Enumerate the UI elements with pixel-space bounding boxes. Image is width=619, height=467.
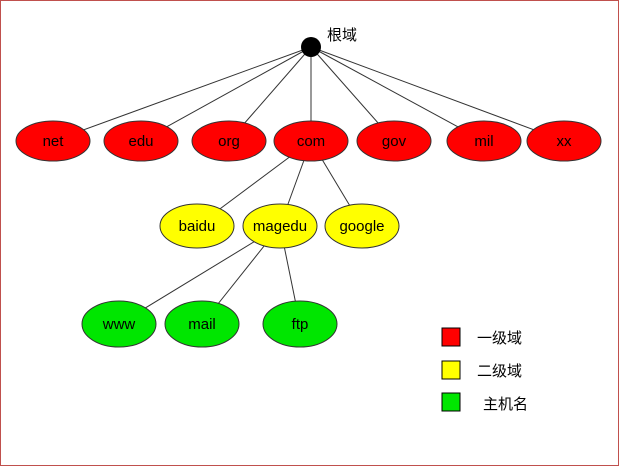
tld-node-edu: edu — [103, 120, 179, 162]
legend-swatch — [441, 327, 461, 347]
sld-ellipse — [324, 203, 400, 249]
legend-item-sld: 二级域 — [441, 360, 522, 380]
tld-label: org — [218, 133, 240, 150]
edge-root-edu — [140, 46, 312, 142]
legend-item-tld: 一级域 — [441, 327, 522, 347]
tld-ellipse — [356, 120, 432, 162]
tld-node-org: org — [191, 120, 267, 162]
root-label: 根域 — [327, 26, 357, 44]
host-label: www — [102, 316, 136, 333]
tld-row: net edu org com gov mil — [15, 120, 602, 162]
tld-ellipse — [526, 120, 602, 162]
tld-label: gov — [382, 133, 407, 150]
host-label: ftp — [292, 316, 309, 333]
tld-ellipse — [446, 120, 522, 162]
legend-item-host: 主机名 — [441, 392, 528, 413]
tld-ellipse — [191, 120, 267, 162]
host-label: mail — [188, 316, 216, 333]
legend-label: 一级域 — [477, 329, 522, 347]
host-ellipse — [164, 300, 240, 348]
tld-ellipse — [15, 120, 91, 162]
tld-node-com: com — [273, 120, 349, 162]
host-ellipse — [81, 300, 157, 348]
legend: 一级域 二级域 主机名 — [441, 327, 528, 413]
host-node-ftp: ftp — [262, 300, 338, 348]
sld-ellipse — [242, 203, 318, 249]
sld-node-google: google — [324, 203, 400, 249]
tld-ellipse — [273, 120, 349, 162]
host-node-www: www — [81, 300, 157, 348]
tld-ellipse — [103, 120, 179, 162]
sld-node-baidu: baidu — [159, 203, 235, 249]
edge-root-mil — [310, 46, 485, 142]
tld-label: mil — [474, 133, 493, 150]
sld-node-magedu: magedu — [242, 203, 318, 249]
host-ellipse — [262, 300, 338, 348]
legend-label: 主机名 — [483, 395, 528, 413]
sld-label: baidu — [179, 218, 216, 235]
sld-ellipse — [159, 203, 235, 249]
sld-label: google — [339, 218, 384, 235]
host-row: www mail ftp — [81, 300, 338, 348]
tld-label: xx — [557, 133, 573, 150]
root-node: 根域 — [301, 26, 357, 57]
tld-node-gov: gov — [356, 120, 432, 162]
tld-node-xx: xx — [526, 120, 602, 162]
legend-label: 二级域 — [477, 362, 522, 380]
edge-root-xx — [310, 46, 565, 142]
tld-node-net: net — [15, 120, 91, 162]
legend-swatch — [441, 360, 461, 380]
sld-label: magedu — [253, 218, 307, 235]
sld-row: baidu magedu google — [159, 203, 400, 249]
edges — [52, 46, 565, 325]
root-dot — [301, 37, 321, 57]
legend-swatch — [441, 392, 461, 412]
tld-label: com — [297, 133, 325, 150]
tld-label: edu — [128, 133, 153, 150]
tld-label: net — [43, 133, 65, 150]
host-node-mail: mail — [164, 300, 240, 348]
tld-node-mil: mil — [446, 120, 522, 162]
edge-root-net — [52, 46, 312, 142]
